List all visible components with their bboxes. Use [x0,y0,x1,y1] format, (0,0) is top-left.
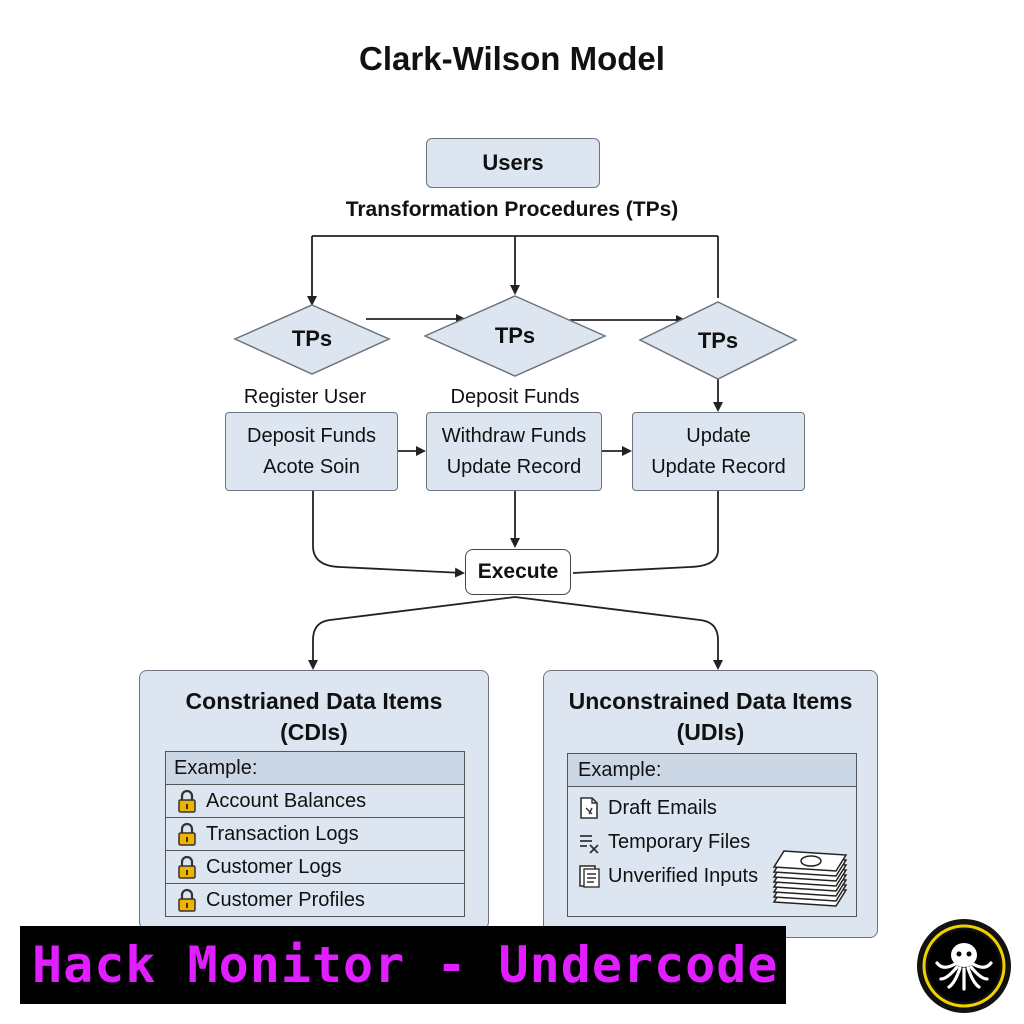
cdi-item-label: Account Balances [206,789,367,812]
udi-example-table: Example: Draft Emails Temporary Files Un… [567,753,857,917]
hack-monitor-banner: Hack Monitor - Undercode [20,926,786,1004]
tp-diamond-label-1: TPs [291,326,333,351]
padlock-icon [178,888,196,912]
cdi-title-line-2: (CDIs) [280,719,348,745]
udi-item: Unverified Inputs [568,859,856,893]
octopus-logo-icon [917,919,1011,1013]
draft-document-icon [580,797,598,819]
udi-example-label: Example: [578,758,662,781]
tp-section-heading: Transformation Procedures (TPs) [345,198,679,221]
udi-item: Temporary Files [568,825,856,859]
cdi-item-label: Customer Logs [206,855,342,878]
udi-item-list: Draft Emails Temporary Files Unverified … [568,787,856,893]
tp-diamond-1 [233,304,391,375]
connector-box3-execute [572,491,719,574]
tp-diamond-label-2: TPs [494,323,536,348]
udi-title-line-1: Unconstrained Data Items [568,688,853,714]
cdi-example-table: Example: Account Balances Transaction Lo… [165,751,465,917]
padlock-icon [178,855,196,879]
tp-diamond-label-3: TPs [697,328,739,353]
tp-box-2: Withdraw Funds Update Record [426,412,602,491]
udi-title-line-2: (UDIs) [676,719,745,745]
users-node: Users [426,138,600,188]
cdi-example-label: Example: [174,756,258,779]
tp-box-2-line-1: Withdraw Funds [441,424,587,447]
cdi-item: Transaction Logs [166,817,464,850]
tp-box-3-line-1: Update [686,424,751,447]
udi-item-label: Temporary Files [608,830,751,853]
tp-box-1-line-1: Deposit Funds [247,424,376,447]
udi-item: Draft Emails [568,791,856,825]
diagram-title: Clark-Wilson Model [359,40,665,77]
step-label-register-user: Register User [243,386,367,408]
udi-panel: Unconstrained Data Items (UDIs) Example:… [543,670,878,938]
tp-box-3-line-2: Update Record [651,455,786,478]
tp-box-3: Update Update Record [632,412,805,491]
cdi-panel-title: Constrianed Data Items (CDIs) [140,686,488,748]
execute-node: Execute [465,549,571,595]
udi-item-label: Unverified Inputs [608,864,759,887]
padlock-icon [178,822,196,846]
cdi-item-label: Customer Profiles [206,888,365,911]
padlock-icon [178,789,196,813]
tp-box-1-line-2: Acote Soin [263,455,360,478]
cdi-example-header: Example: [166,752,464,784]
connector-execute-cdi [308,596,516,670]
tp-diamond-2 [423,295,607,377]
udi-panel-title: Unconstrained Data Items (UDIs) [544,686,877,748]
cdi-title-line-1: Constrianed Data Items [185,688,443,714]
tp-diamond-3 [638,301,798,380]
cdi-item: Account Balances [166,784,464,817]
cdi-panel: Constrianed Data Items (CDIs) Example: A… [139,670,489,930]
step-label-deposit-funds: Deposit Funds [450,386,580,408]
cdi-item: Customer Profiles [166,883,464,916]
money-stack-icon [772,850,848,907]
form-document-icon [579,865,600,888]
udi-item-label: Draft Emails [608,796,717,819]
delete-file-icon [580,835,599,854]
connector-execute-udi [514,596,723,670]
cdi-item: Customer Logs [166,850,464,883]
connector-box1-execute [312,491,465,578]
udi-example-header: Example: [568,754,856,787]
cdi-item-label: Transaction Logs [206,822,359,845]
tp-box-2-line-2: Update Record [446,455,582,478]
tp-box-1: Deposit Funds Acote Soin [225,412,398,491]
